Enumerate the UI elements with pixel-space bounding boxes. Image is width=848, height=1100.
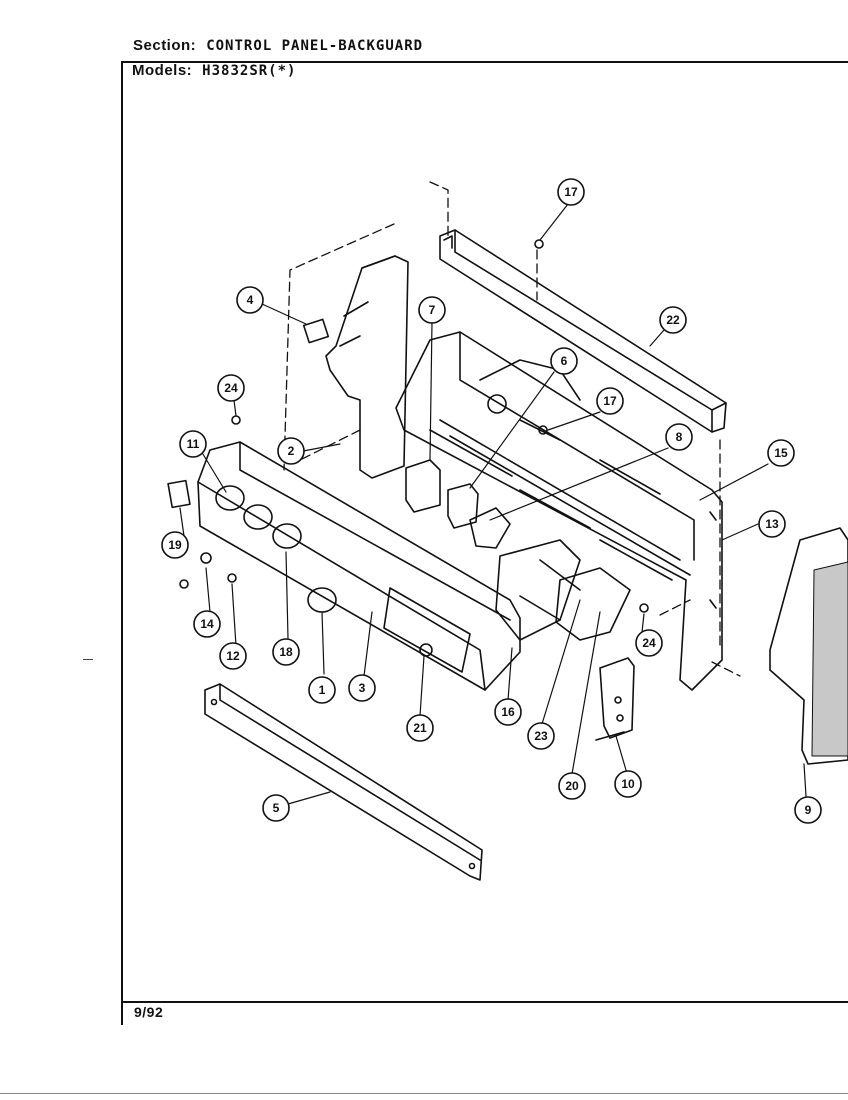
svg-text:3: 3 bbox=[359, 681, 366, 695]
diagram-frame bbox=[121, 61, 848, 1025]
svg-text:11: 11 bbox=[187, 437, 200, 451]
callout-3: 3 bbox=[348, 674, 376, 702]
callout-11: 11 bbox=[179, 430, 207, 458]
callout-14: 14 bbox=[193, 610, 221, 638]
page-bottom-rule bbox=[0, 1093, 848, 1094]
svg-text:7: 7 bbox=[429, 303, 436, 317]
svg-text:21: 21 bbox=[413, 721, 427, 735]
side-trim-part bbox=[769, 527, 848, 765]
svg-text:8: 8 bbox=[676, 430, 683, 444]
svg-text:22: 22 bbox=[666, 313, 680, 327]
callout-9: 9 bbox=[794, 796, 822, 824]
svg-text:2: 2 bbox=[288, 444, 295, 458]
models-label: Models: bbox=[132, 62, 193, 79]
small-bracket-part bbox=[595, 657, 635, 741]
callout-8: 8 bbox=[665, 423, 693, 451]
svg-text:14: 14 bbox=[200, 617, 214, 631]
svg-text:12: 12 bbox=[226, 649, 240, 663]
callout-24-left: 24 bbox=[217, 374, 245, 402]
callout-24-right: 24 bbox=[635, 629, 663, 657]
callout-16: 16 bbox=[494, 698, 522, 726]
svg-text:16: 16 bbox=[501, 705, 515, 719]
callout-19: 19 bbox=[161, 531, 189, 559]
section-label: Section: bbox=[133, 37, 197, 54]
control-chassis-part bbox=[395, 331, 723, 691]
section-title: CONTROL PANEL-BACKGUARD bbox=[206, 38, 424, 54]
callout-4: 4 bbox=[236, 286, 264, 314]
svg-text:1: 1 bbox=[319, 683, 326, 697]
callout-12: 12 bbox=[219, 642, 247, 670]
svg-text:15: 15 bbox=[774, 446, 788, 460]
model-number: H3832SR(*) bbox=[202, 63, 297, 79]
svg-text:4: 4 bbox=[247, 293, 254, 307]
svg-text:18: 18 bbox=[279, 645, 293, 659]
svg-text:23: 23 bbox=[534, 729, 548, 743]
svg-text:17: 17 bbox=[603, 394, 617, 408]
screws bbox=[179, 239, 649, 613]
leader-lines bbox=[179, 203, 807, 805]
svg-text:13: 13 bbox=[765, 517, 779, 531]
svg-text:20: 20 bbox=[565, 779, 579, 793]
side-bracket-part bbox=[302, 255, 409, 479]
callout-10: 10 bbox=[614, 770, 642, 798]
callout-1: 1 bbox=[308, 676, 336, 704]
footer-divider bbox=[121, 1001, 848, 1003]
svg-text:24: 24 bbox=[642, 636, 656, 650]
revision-date: 9/92 bbox=[134, 1004, 164, 1020]
callout-17-mid: 17 bbox=[596, 387, 624, 415]
svg-text:9: 9 bbox=[805, 803, 812, 817]
section-heading: Section: CONTROL PANEL-BACKGUARD bbox=[133, 37, 423, 54]
callout-13: 13 bbox=[758, 510, 786, 538]
margin-mark bbox=[83, 659, 93, 660]
svg-text:10: 10 bbox=[621, 777, 635, 791]
callout-7: 7 bbox=[418, 296, 446, 324]
callout-18: 18 bbox=[272, 638, 300, 666]
svg-text:5: 5 bbox=[273, 801, 280, 815]
svg-text:24: 24 bbox=[224, 381, 238, 395]
callout-21: 21 bbox=[406, 714, 434, 742]
svg-text:17: 17 bbox=[564, 185, 578, 199]
front-panel-part bbox=[167, 441, 521, 691]
svg-text:6: 6 bbox=[561, 354, 568, 368]
svg-text:19: 19 bbox=[168, 538, 182, 552]
top-rail-part bbox=[439, 229, 727, 433]
callout-6: 6 bbox=[550, 347, 578, 375]
callout-2: 2 bbox=[277, 437, 305, 465]
bottom-trim-rail-part bbox=[204, 683, 483, 881]
callout-5: 5 bbox=[262, 794, 290, 822]
callout-20: 20 bbox=[558, 772, 586, 800]
models-heading: Models: H3832SR(*) bbox=[132, 62, 296, 79]
callout-set: 17 22 4 7 6 17 24 8 15 11 2 13 19 14 12 … bbox=[161, 178, 822, 824]
callout-15: 15 bbox=[767, 439, 795, 467]
callout-22: 22 bbox=[659, 306, 687, 334]
callout-23: 23 bbox=[527, 722, 555, 750]
callout-17-top: 17 bbox=[557, 178, 585, 206]
